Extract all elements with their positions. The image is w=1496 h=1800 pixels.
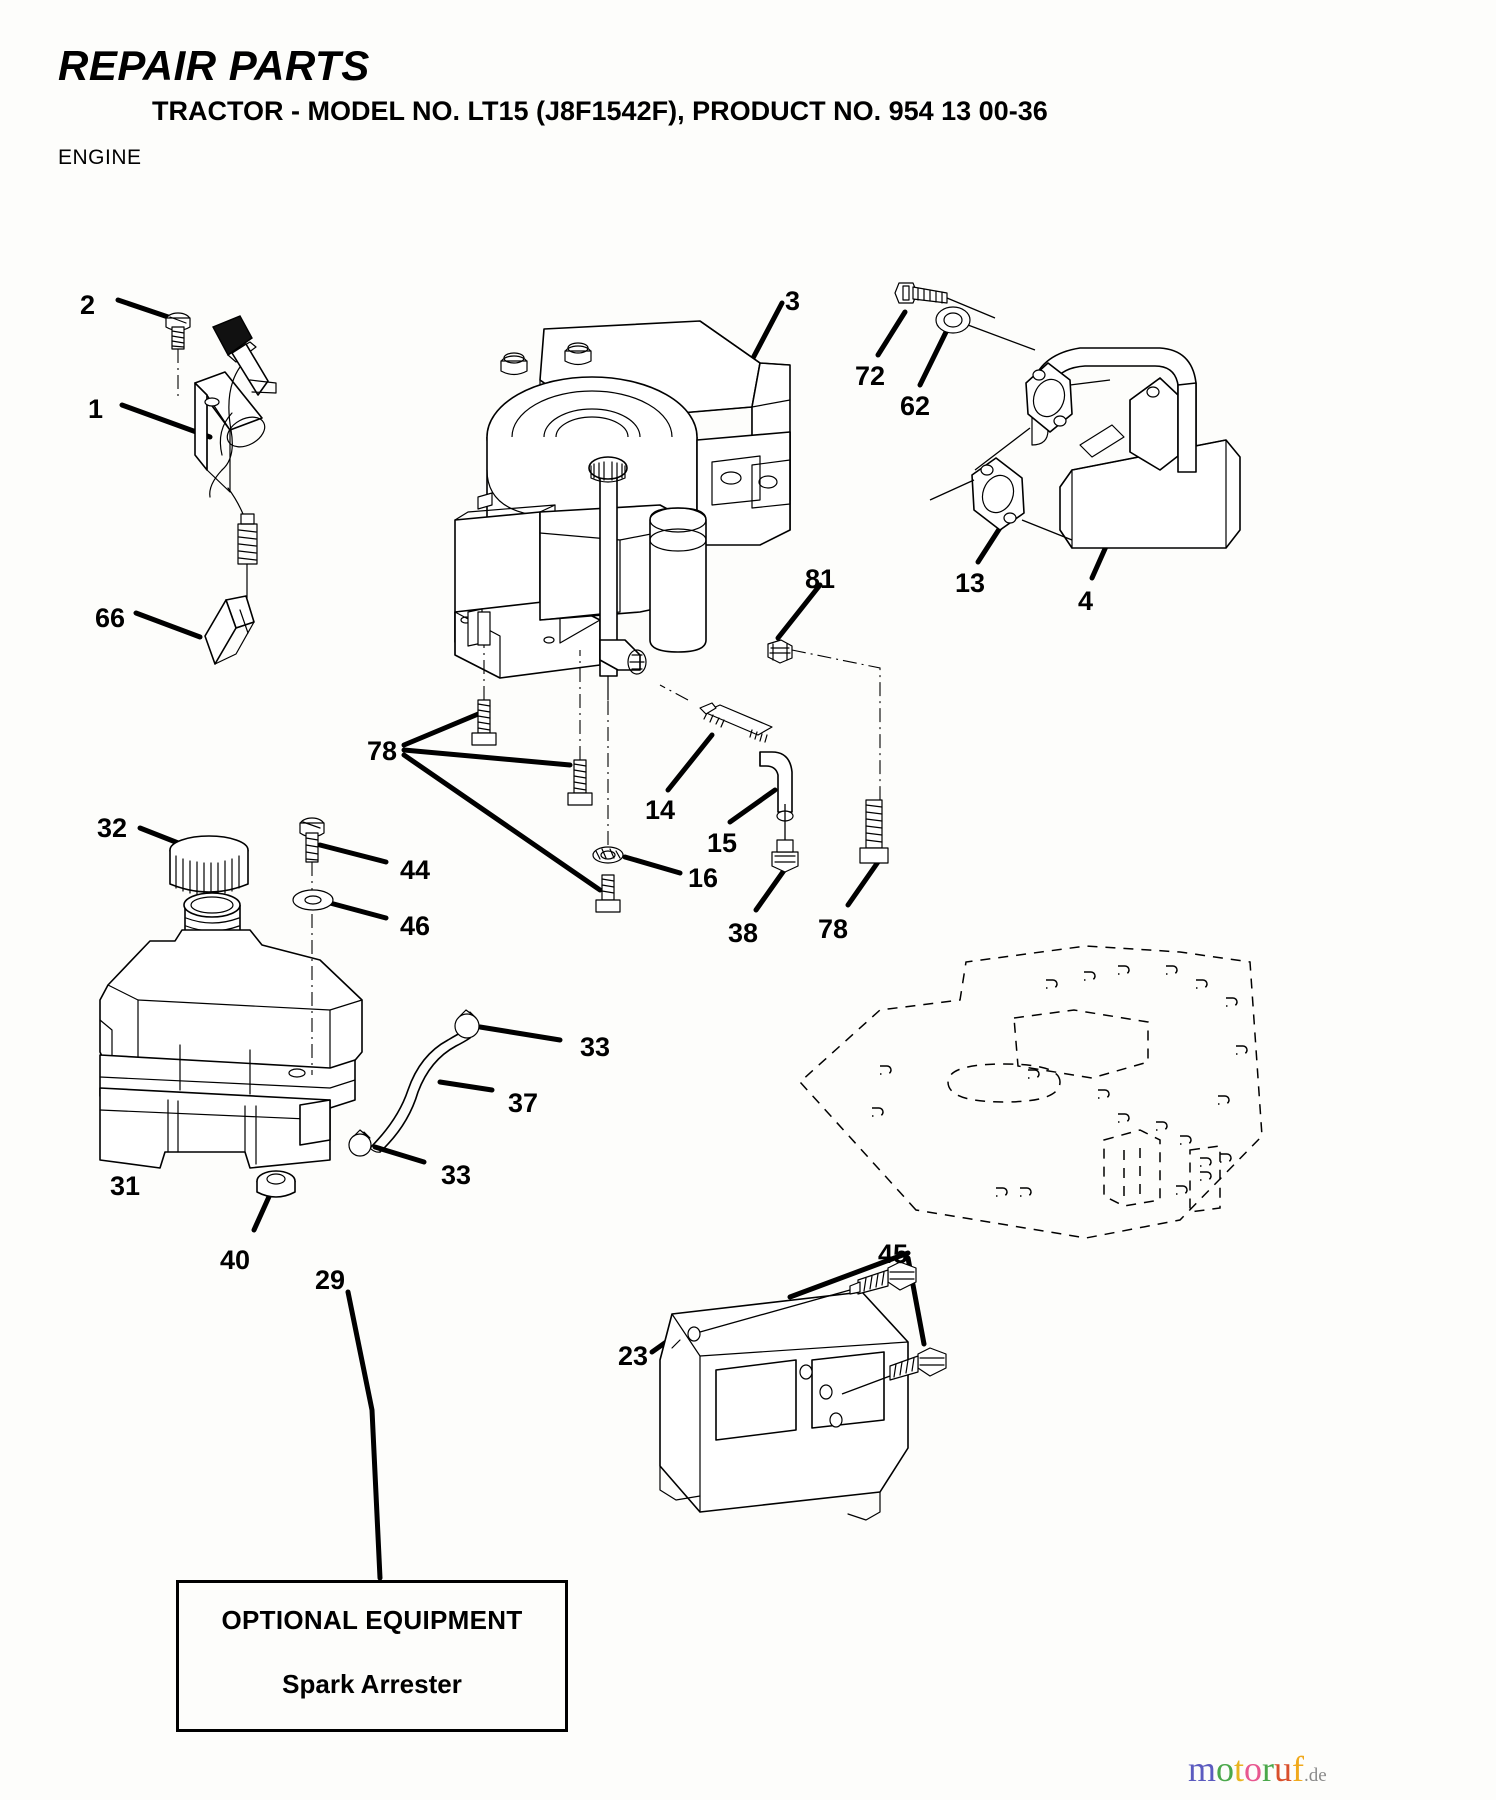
watermark-letter: t: [1234, 1749, 1245, 1789]
callout-62: 62: [900, 391, 931, 421]
model-subtitle: TRACTOR - MODEL NO. LT15 (J8F1542F), PRO…: [152, 96, 1048, 126]
watermark-letter: r: [1262, 1749, 1275, 1789]
optional-equipment-box: OPTIONAL EQUIPMENT Spark Arrester: [176, 1580, 568, 1732]
callout-15: 15: [707, 828, 738, 858]
callout-45: 45: [878, 1239, 909, 1269]
callout-32: 32: [97, 813, 128, 843]
callout-4: 4: [1078, 586, 1094, 616]
watermark-letter: o: [1244, 1749, 1263, 1789]
callout-33b: 33: [441, 1160, 472, 1190]
callout-13: 13: [955, 568, 986, 598]
callout-72: 72: [855, 361, 886, 391]
watermark-letter: f: [1292, 1749, 1305, 1789]
watermark-suffix: .de: [1304, 1765, 1327, 1786]
callout-1: 1: [88, 394, 104, 424]
callout-81: 81: [805, 564, 836, 594]
callout-37: 37: [508, 1088, 539, 1118]
callout-16: 16: [688, 863, 719, 893]
callout-29: 29: [315, 1265, 346, 1295]
motoruf-watermark: motoruf.de: [1188, 1748, 1327, 1790]
callout-66: 66: [95, 603, 126, 633]
watermark-letter: m: [1188, 1749, 1217, 1789]
callout-33a: 33: [580, 1032, 611, 1062]
optional-equipment-item: Spark Arrester: [282, 1669, 462, 1699]
callout-3: 3: [785, 286, 801, 316]
callout-44: 44: [400, 855, 431, 885]
callout-2: 2: [80, 290, 96, 320]
watermark-letter: u: [1274, 1749, 1293, 1789]
callout-14: 14: [645, 795, 676, 825]
callout-78b: 78: [818, 914, 849, 944]
optional-equipment-title: OPTIONAL EQUIPMENT: [221, 1605, 523, 1635]
callout-38: 38: [728, 918, 759, 948]
callout-46: 46: [400, 911, 431, 941]
callout-31: 31: [110, 1171, 141, 1201]
callout-40: 40: [220, 1245, 251, 1275]
section-label: ENGINE: [58, 146, 142, 169]
callout-78a: 78: [367, 736, 398, 766]
watermark-letter: o: [1216, 1749, 1235, 1789]
page-title: REPAIR PARTS: [58, 42, 370, 89]
callout-23: 23: [618, 1341, 649, 1371]
